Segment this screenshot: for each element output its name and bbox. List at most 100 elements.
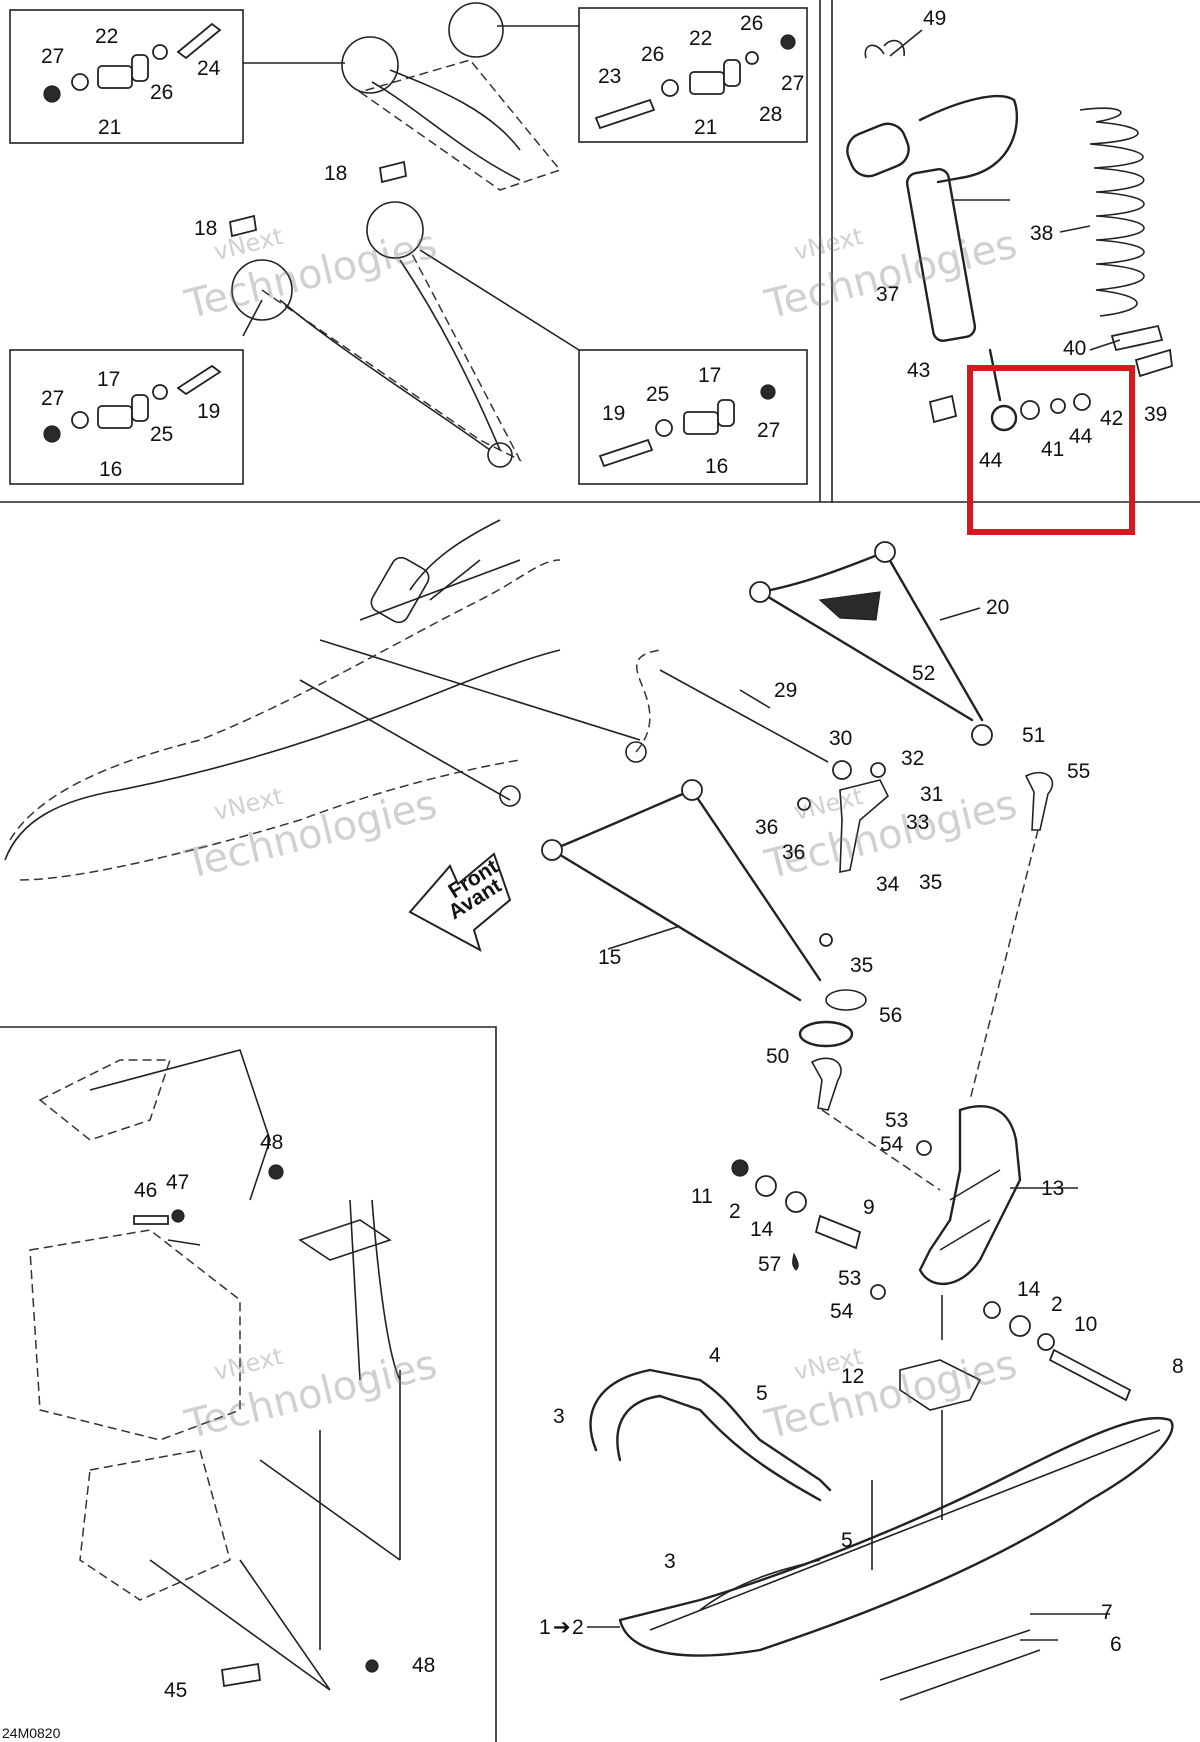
arrow-left-icon [408,852,512,953]
callout-57: 57 [758,1253,781,1276]
callout-17: 17 [97,368,120,391]
callout-10: 10 [1074,1313,1097,1336]
callout-13: 13 [1041,1177,1064,1200]
callout-39: 39 [1144,403,1167,426]
callout-4: 4 [709,1344,721,1367]
callout-35: 35 [919,871,942,894]
callout-48: 48 [412,1654,435,1677]
ball-joint-55 [1024,771,1054,831]
callout-14: 14 [1017,1278,1041,1301]
detail-box-upper-right [578,7,808,143]
callout-23: 23 [598,65,621,88]
front-direction-arrow: Front Avant [408,852,512,953]
callout-52: 52 [912,662,935,685]
callout-16: 16 [99,458,122,481]
callout-46: 46 [134,1179,157,1202]
spindle-hardware-left [731,1159,862,1271]
steering-arm-31 [839,779,889,873]
callout-40: 40 [1063,337,1086,360]
callout-41: 41 [1041,438,1064,461]
callout-33: 33 [906,811,929,834]
callout-31: 31 [920,783,943,806]
callout-26: 26 [740,12,763,35]
callout-1: 1 [539,1616,551,1639]
watermarks: vNext Technologies vNext Technologies vN… [180,221,1021,1448]
shock-absorber-group [846,39,1173,432]
callout-45: 45 [164,1679,187,1702]
callout-44: 44 [1069,425,1093,448]
suspension-overview [4,519,661,881]
pivot-bracket-18 [228,160,408,238]
callout-9: 9 [863,1196,875,1219]
lower-a-arm-15 [541,779,867,1048]
callout-5: 5 [841,1529,853,1552]
callout-7: 7 [1101,1601,1113,1624]
callout-55: 55 [1067,760,1090,783]
callout-22: 22 [689,27,712,50]
callout-37: 37 [876,283,899,306]
callout-26: 26 [150,81,173,104]
callout-44: 44 [979,449,1003,472]
grease-drop-icon [792,1252,799,1271]
callout-53: 53 [838,1267,861,1290]
callout-15: 15 [598,946,621,969]
bushing-kit-lower-left [43,364,222,443]
callout-25: 25 [646,383,669,406]
callout-19: 19 [602,402,625,425]
bushing-kit-lower-right [598,384,776,468]
callout-2: 2 [729,1200,741,1223]
callout-19: 19 [197,400,220,423]
callout-53: 53 [885,1109,908,1132]
bushing-kit-upper-right [594,34,796,130]
callout-54: 54 [880,1133,904,1156]
callout-24: 24 [197,57,221,80]
callout-32: 32 [901,747,924,770]
upper-a-arm-group [9,2,808,485]
callout-38: 38 [1030,222,1053,245]
detail-box-lower-right [578,349,808,485]
callout-2: 2 [1051,1293,1063,1316]
callout-22: 22 [95,25,118,48]
callout-17: 17 [698,364,721,387]
callout-26: 26 [641,43,664,66]
ski-handle-4 [589,1368,832,1502]
arrow-right-icon: ➔ [553,1616,571,1639]
callout-49: 49 [923,7,946,30]
callout-5: 5 [756,1382,768,1405]
callout-48: 48 [260,1131,283,1154]
diagram-code: 24M0820 [2,1725,61,1741]
chassis-inset [29,1049,401,1691]
detail-box-upper-left [9,9,244,144]
callout-20: 20 [986,596,1009,619]
callout-30: 30 [829,727,852,750]
callout-54: 54 [830,1300,854,1323]
detail-box-lower-left [9,349,244,485]
ball-joint-50 [810,1057,842,1111]
callout-29: 29 [774,679,797,702]
callout-8: 8 [1172,1355,1184,1378]
callout-18: 18 [194,217,217,240]
highlight-box [967,365,1135,535]
callout-labels: 27 22 24 26 21 26 22 26 23 27 21 28 18 1… [41,7,1184,1702]
callout-56: 56 [879,1004,902,1027]
callout-16: 16 [705,455,728,478]
callout-11: 11 [691,1185,713,1208]
callout-21: 21 [694,116,717,139]
leader-lines [167,29,1121,1641]
upper-a-arm [341,2,562,191]
callout-27: 27 [757,419,780,442]
callout-21: 21 [98,116,121,139]
callout-25: 25 [150,423,173,446]
upper-a-arm-20 [749,541,993,746]
callout-27: 27 [781,72,804,95]
callout-3: 3 [553,1405,565,1428]
callout-42: 42 [1100,407,1123,430]
callout-6: 6 [1110,1633,1122,1656]
callout-28: 28 [759,103,782,126]
spindle-hardware-right [870,1140,1132,1402]
callout-35: 35 [850,954,873,977]
callout-12: 12 [841,1365,864,1388]
callout-36: 36 [782,841,805,864]
callout-2: 2 [572,1616,584,1639]
